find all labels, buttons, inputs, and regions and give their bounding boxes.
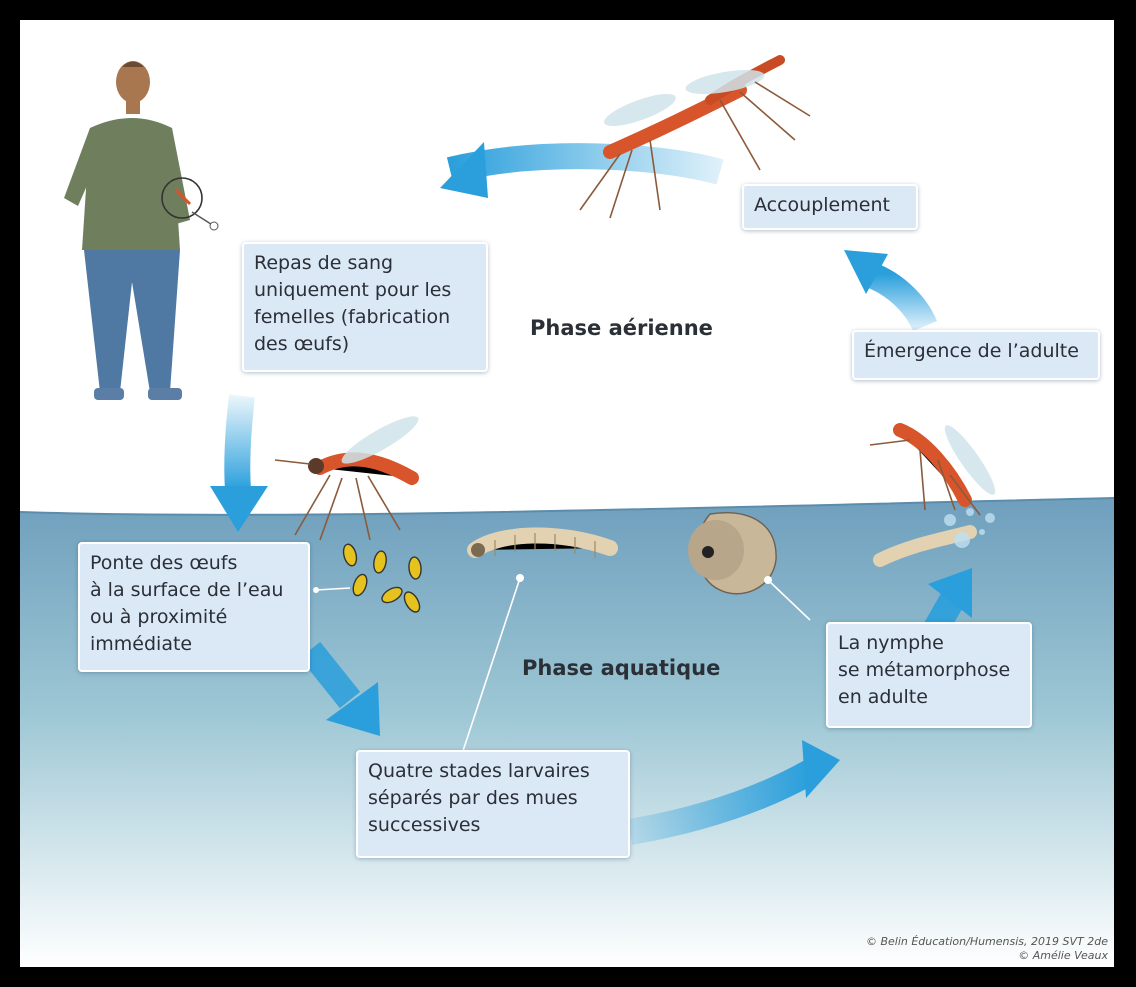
outer-frame: Phase aérienne Phase aquatique Repas de …	[6, 6, 1128, 981]
person-icon	[64, 61, 218, 400]
illustrator-credit: © Amélie Veaux	[866, 949, 1108, 963]
credits: © Belin Éducation/Humensis, 2019 SVT 2de…	[866, 935, 1108, 963]
publisher-credit: © Belin Éducation/Humensis, 2019 SVT 2de	[866, 935, 1108, 949]
mating-box: Accouplement	[742, 184, 918, 230]
phase-aquatic-label: Phase aquatique	[522, 656, 720, 680]
larvae-box: Quatre stades larvaires séparés par des …	[356, 750, 630, 858]
egg-laying-box: Ponte des œufs à la surface de l’eau ou …	[78, 542, 310, 672]
phase-aerial-label: Phase aérienne	[530, 316, 713, 340]
pupa-box: La nymphe se métamorphose en adulte	[826, 622, 1032, 728]
diagram-panel: Phase aérienne Phase aquatique Repas de …	[20, 20, 1114, 967]
blood-meal-box: Repas de sang uniquement pour les femell…	[242, 242, 488, 372]
emergence-box: Émergence de l’adulte	[852, 330, 1100, 380]
